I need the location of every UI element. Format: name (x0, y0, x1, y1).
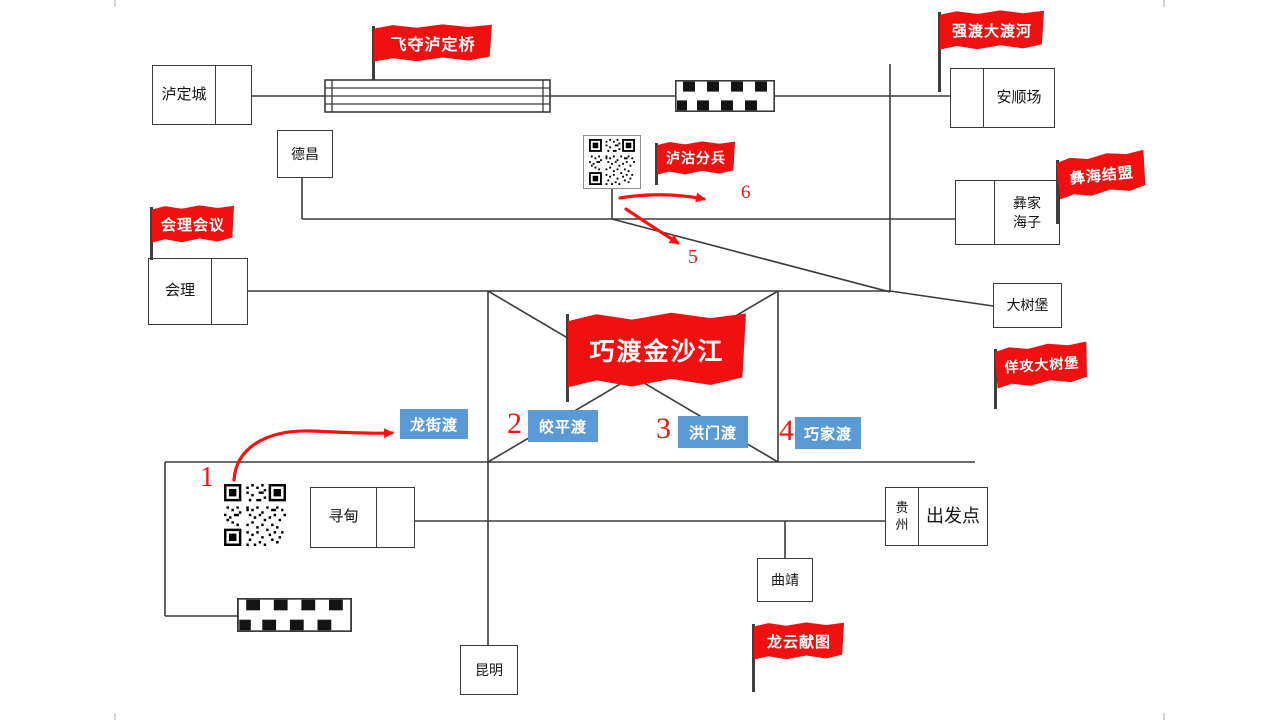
luding-bridge-icon (324, 79, 551, 113)
ferry-label-longjie: 龙街渡 (400, 409, 468, 439)
flag-pole (655, 143, 658, 185)
flag-longyun-xiantu: 龙云献图 (752, 622, 844, 692)
place-label-huili: 会理 (164, 282, 195, 300)
qr-code-frame (583, 135, 641, 189)
flag-banner: 飞夺泸定桥 (374, 24, 492, 62)
place-label-dashubao: 大树堡 (1006, 297, 1049, 314)
flag-yanggong-dashubao: 佯攻大树堡 (994, 347, 1088, 409)
place-box-departure: 贵州 出发点 (885, 487, 988, 546)
flag-pole (566, 314, 569, 402)
place-box-yijia-haizi: 彝家海子 (955, 180, 1060, 245)
flag-banner: 龙云献图 (754, 622, 844, 660)
flag-pole (150, 207, 153, 260)
place-box-qujing: 曲靖 (757, 558, 813, 602)
place-label-anshunchang: 安顺场 (983, 69, 1054, 127)
place-label-departure: 出发点 (918, 488, 987, 545)
flag-label: 巧渡金沙江 (589, 338, 725, 366)
red-route-arrows (232, 192, 706, 482)
route-number-2: 2 (507, 407, 522, 440)
flag-label: 泸沽分兵 (666, 150, 726, 166)
place-box-huili: 会理 (148, 258, 248, 325)
flag-label: 彝海结盟 (1069, 163, 1135, 188)
route-number-6: 6 (741, 182, 751, 203)
flag-pole (372, 26, 375, 80)
place-label-guizhou: 贵州 (895, 500, 909, 532)
place-label-yijia-haizi: 彝家海子 (994, 181, 1059, 244)
place-label-xundian: 寻甸 (328, 508, 359, 526)
flag-label: 飞夺泸定桥 (390, 37, 476, 54)
flag-banner: 强渡大渡河 (940, 10, 1044, 50)
flag-pole (994, 349, 997, 409)
flag-lugu-fenbing: 泸沽分兵 (655, 141, 735, 185)
flag-banner: 会理会议 (152, 205, 234, 243)
flag-yihai-jiemeng: 彝海结盟 (1056, 158, 1146, 224)
place-label-kunming: 昆明 (475, 661, 503, 678)
box-compartment (215, 66, 251, 124)
route-number-1: 1 (200, 462, 214, 493)
box-compartment (211, 259, 247, 324)
place-label-qujing: 曲靖 (771, 571, 799, 588)
flag-pole (938, 12, 941, 92)
place-box-dechang: 德昌 (277, 130, 333, 178)
flag-qiaodu-jinshajiang: 巧渡金沙江 (566, 312, 746, 402)
flag-label: 佯攻大树堡 (1003, 354, 1080, 376)
crossing-symbol-top-icon (675, 80, 775, 112)
flag-banner: 泸沽分兵 (657, 141, 735, 175)
flag-banner: 佯攻大树堡 (995, 341, 1090, 389)
flag-label: 会理会议 (160, 216, 225, 234)
flag-pole (1056, 160, 1059, 224)
flag-qiangdu-daduhe: 强渡大渡河 (938, 10, 1044, 92)
place-box-xundian: 寻甸 (310, 487, 415, 548)
flag-feiduo-ludingqiao: 飞夺泸定桥 (372, 24, 492, 80)
route-number-4: 4 (779, 414, 794, 447)
slide-edge-marks (114, 0, 1165, 720)
route-number-3: 3 (656, 412, 671, 445)
box-compartment (956, 181, 994, 244)
flag-pole (752, 624, 755, 692)
ferry-label-qiaojia: 巧家渡 (795, 417, 861, 449)
flag-banner: 巧渡金沙江 (568, 312, 746, 388)
ferry-label-hongmen: 洪门渡 (678, 416, 748, 448)
place-box-kunming: 昆明 (460, 645, 518, 695)
place-box-anshunchang: 安顺场 (950, 68, 1055, 128)
qr-code-icon (224, 484, 286, 546)
place-label-luding-city: 泸定城 (161, 85, 207, 103)
flag-label: 强渡大渡河 (951, 22, 1032, 40)
place-box-dashubao: 大树堡 (993, 283, 1062, 328)
flag-label: 龙云献图 (766, 633, 831, 651)
flag-huili-huiyi: 会理会议 (150, 205, 234, 260)
qr-code-icon (589, 139, 635, 185)
route-number-5: 5 (688, 246, 698, 268)
box-compartment (951, 69, 983, 127)
box-compartment (376, 488, 414, 547)
crossing-symbol-bottom-icon (237, 598, 352, 632)
ferry-label-jiaoping: 皎平渡 (528, 410, 598, 442)
place-box-luding-city: 泸定城 (152, 65, 252, 125)
place-label-dechang: 德昌 (291, 145, 319, 162)
